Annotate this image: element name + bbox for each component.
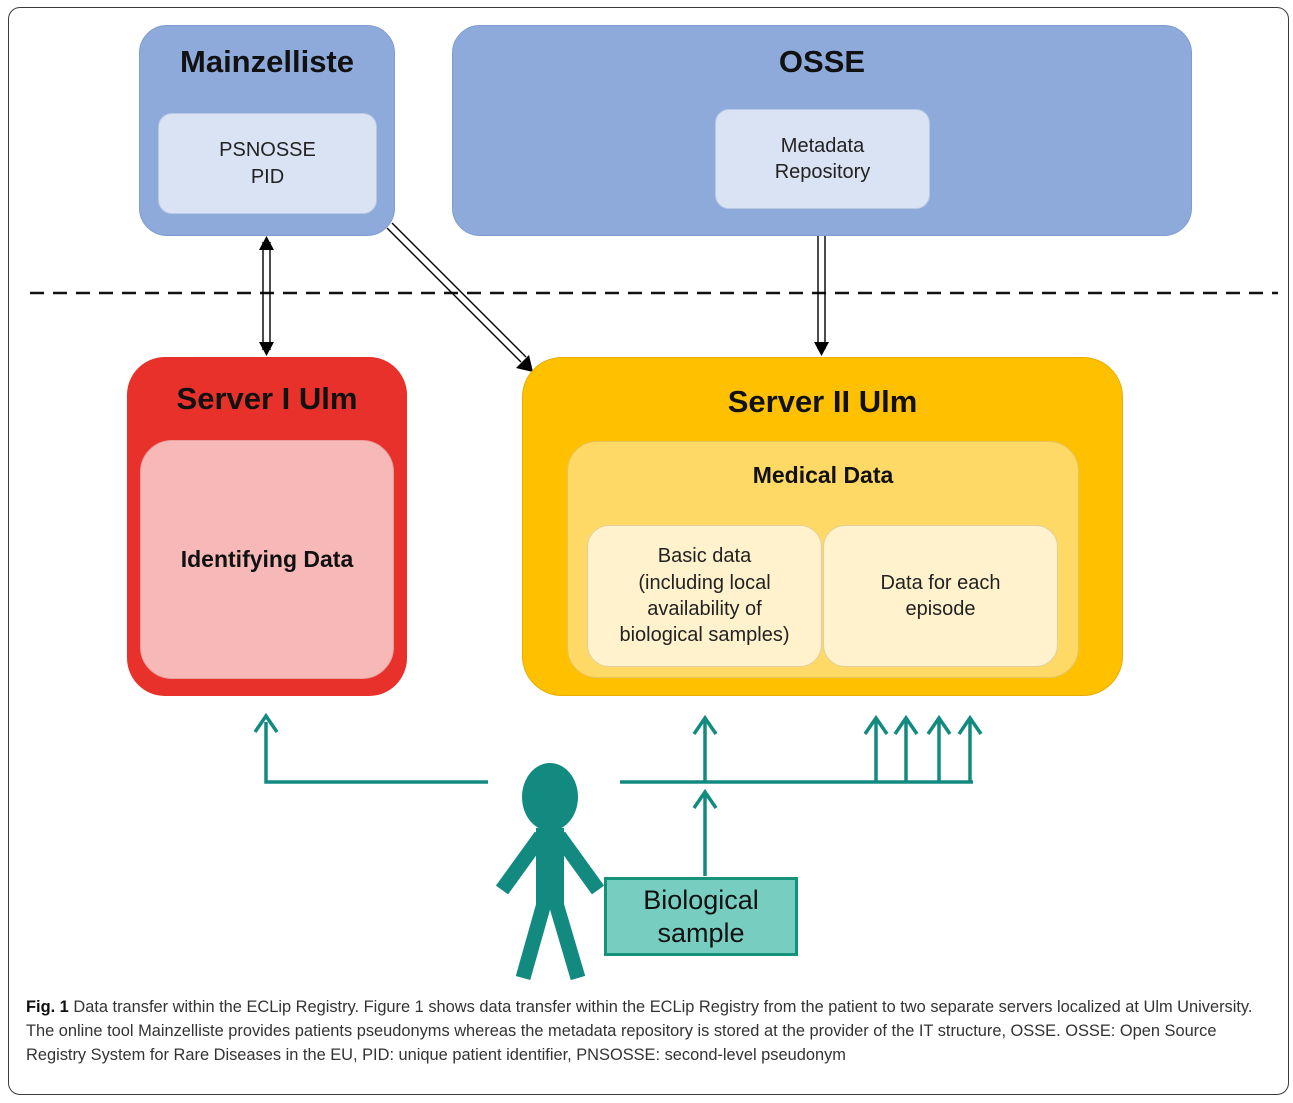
server1-title: Server I Ulm xyxy=(176,381,358,416)
osse-title: OSSE xyxy=(778,44,866,79)
server1-box: Server I Ulm Identifying Data xyxy=(127,357,407,696)
biological-sample-box: Biological sample xyxy=(604,877,798,956)
patient-figure-icon xyxy=(495,763,605,981)
metadata-repository-box: Metadata Repository xyxy=(715,109,930,209)
episode-data-box: Data for each episode xyxy=(823,525,1058,667)
pseudonym-box: PSNOSSE PID xyxy=(158,113,377,214)
patient-flow-lines xyxy=(253,712,983,876)
caption-text: Data transfer within the ECLip Registry.… xyxy=(26,998,1253,1064)
medical-data-box: Medical Data Basic data (including local… xyxy=(567,441,1079,678)
arrow-mainzelliste-server1 xyxy=(259,236,274,356)
caption-label: Fig. 1 xyxy=(26,998,69,1016)
arrow-mainzelliste-server2 xyxy=(386,222,533,372)
server2-title: Server II Ulm xyxy=(727,384,918,419)
server2-box: Server II Ulm Medical Data Basic data (i… xyxy=(522,357,1123,696)
medical-data-title: Medical Data xyxy=(752,462,894,488)
mainzelliste-title: Mainzelliste xyxy=(180,44,354,79)
figure-frame xyxy=(8,7,1289,1095)
basic-data-box: Basic data (including local availability… xyxy=(587,525,822,667)
figure-caption: Fig. 1 Data transfer within the ECLip Re… xyxy=(26,995,1276,1067)
osse-box: OSSE Metadata Repository xyxy=(452,25,1192,236)
mainzelliste-box: Mainzelliste PSNOSSE PID xyxy=(139,25,395,236)
identifying-data-box: Identifying Data xyxy=(140,440,394,679)
